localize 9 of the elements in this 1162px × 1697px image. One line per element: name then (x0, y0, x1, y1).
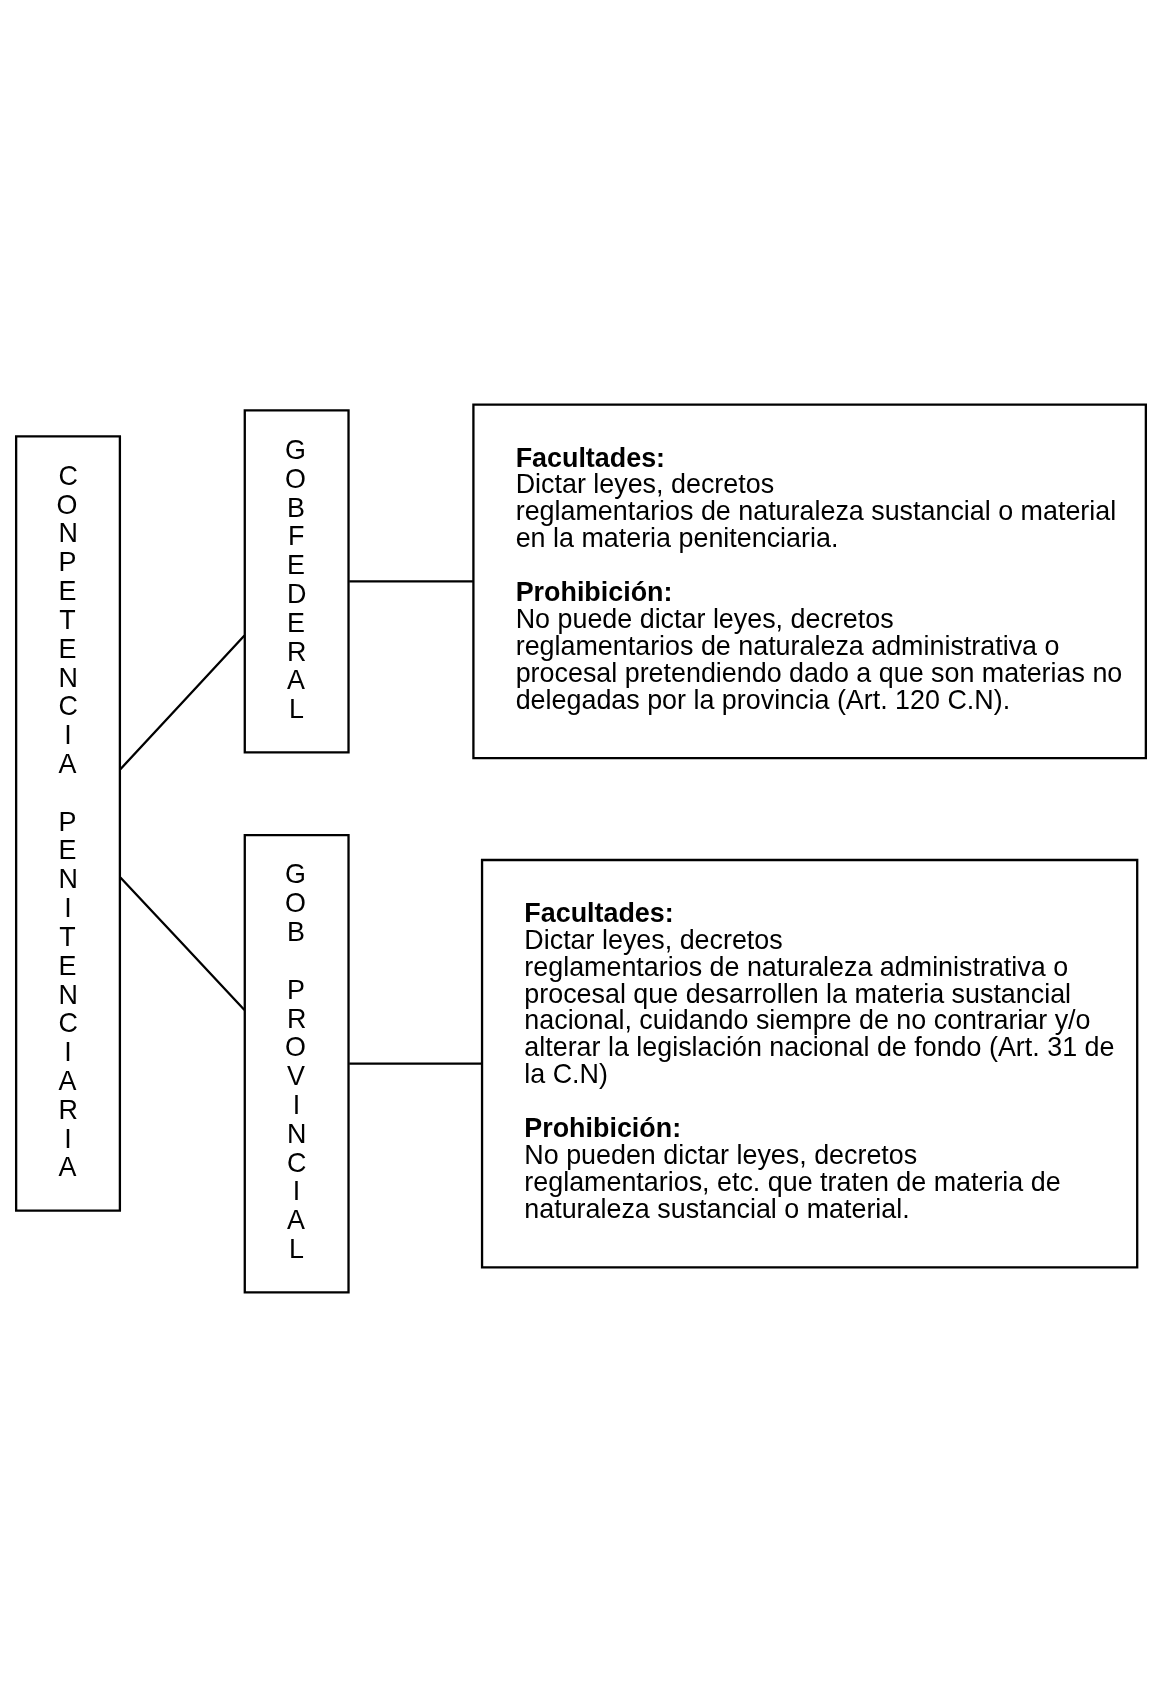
connector (119, 634, 246, 770)
node-box: Facultades: Dictar leyes, decretos reglamentarios de naturaleza sustancial o material en la materia penitenciaria. Prohibición: No puede dictar leyes, decretos reglamentarios de naturaleza administrativa o procesal pretendiendo dado a que son materias no delegadas por la provincia (Art. 120 C.N). (472, 403, 1147, 760)
node-box: GOBFEDERAL (243, 409, 350, 754)
connector (349, 580, 473, 583)
node-box: GOB PROVINCIAL (243, 833, 350, 1294)
connector (119, 876, 246, 1011)
node-box: Facultades: Dictar leyes, decretos reglamentarios de naturaleza administrativa o procesal que desarrollen la materia sustancial nacional, cuidando siempre de no contrariar y/o alterar la legislación nacional de fondo (Art. 31 de la C.N) Prohibición: No pueden dictar leyes, decretos reglamentarios, etc. que traten de materia de naturaleza sustancial o material. (480, 858, 1139, 1269)
node-box: CONPETENCIA PENITENCIARIA (15, 435, 122, 1212)
connector (349, 1062, 482, 1065)
